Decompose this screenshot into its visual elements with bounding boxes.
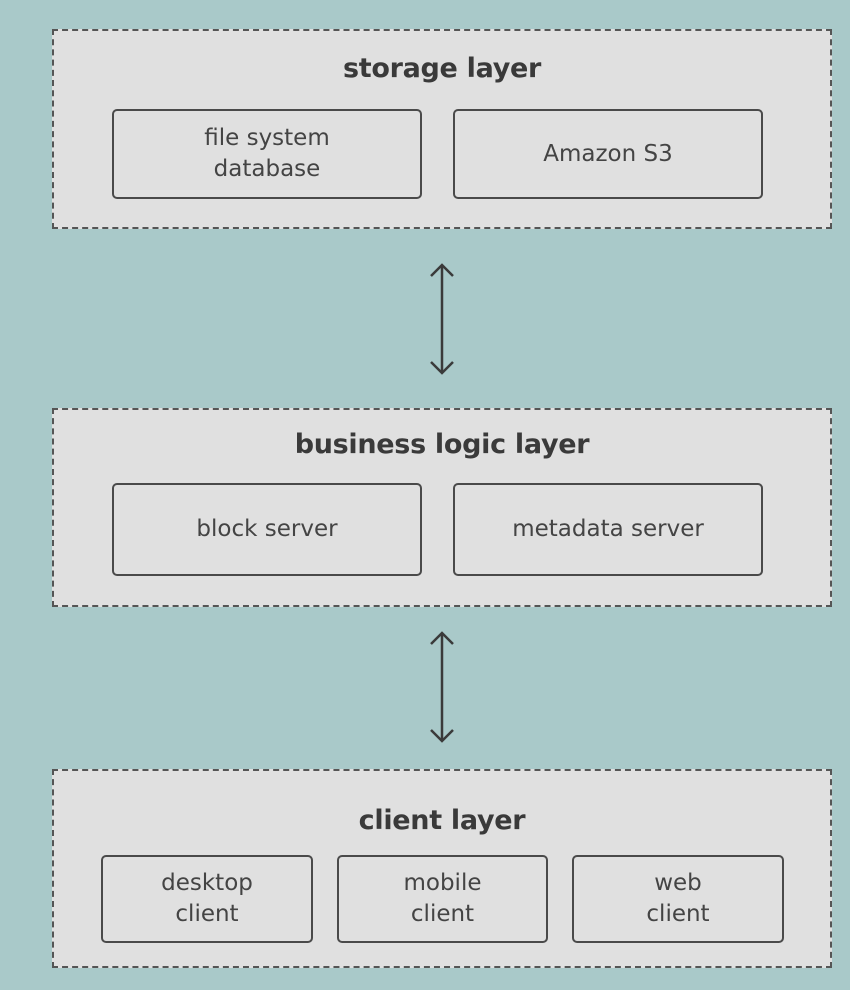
client-layer-panel: client layer desktop client mobile clien… (52, 769, 832, 968)
storage-layer-title: storage layer (342, 53, 542, 84)
storage-layer-panel: storage layer file system database Amazo… (52, 29, 832, 229)
file-system-database-label: file system database (204, 125, 330, 182)
web-client-label: web client (646, 870, 710, 927)
web-client-box: web client (572, 855, 784, 943)
desktop-client-box: desktop client (101, 855, 313, 943)
mobile-client-box: mobile client (337, 855, 548, 943)
amazon-s3-label: Amazon S3 (543, 140, 673, 167)
block-server-box: block server (112, 483, 422, 576)
business-logic-layer-panel: business logic layer block server metada… (52, 408, 832, 607)
block-server-label: block server (196, 516, 338, 542)
metadata-server-box: metadata server (453, 483, 763, 576)
mobile-client-label: mobile client (403, 870, 482, 927)
desktop-client-label: desktop client (161, 870, 253, 927)
file-system-database-box: file system database (112, 109, 422, 199)
business-client-double-arrow-icon (430, 631, 454, 743)
business-logic-layer-title: business logic layer (294, 429, 590, 460)
amazon-s3-box: Amazon S3 (453, 109, 763, 199)
storage-business-double-arrow-icon (430, 263, 454, 375)
metadata-server-label: metadata server (512, 516, 704, 542)
client-layer-title: client layer (358, 805, 526, 836)
